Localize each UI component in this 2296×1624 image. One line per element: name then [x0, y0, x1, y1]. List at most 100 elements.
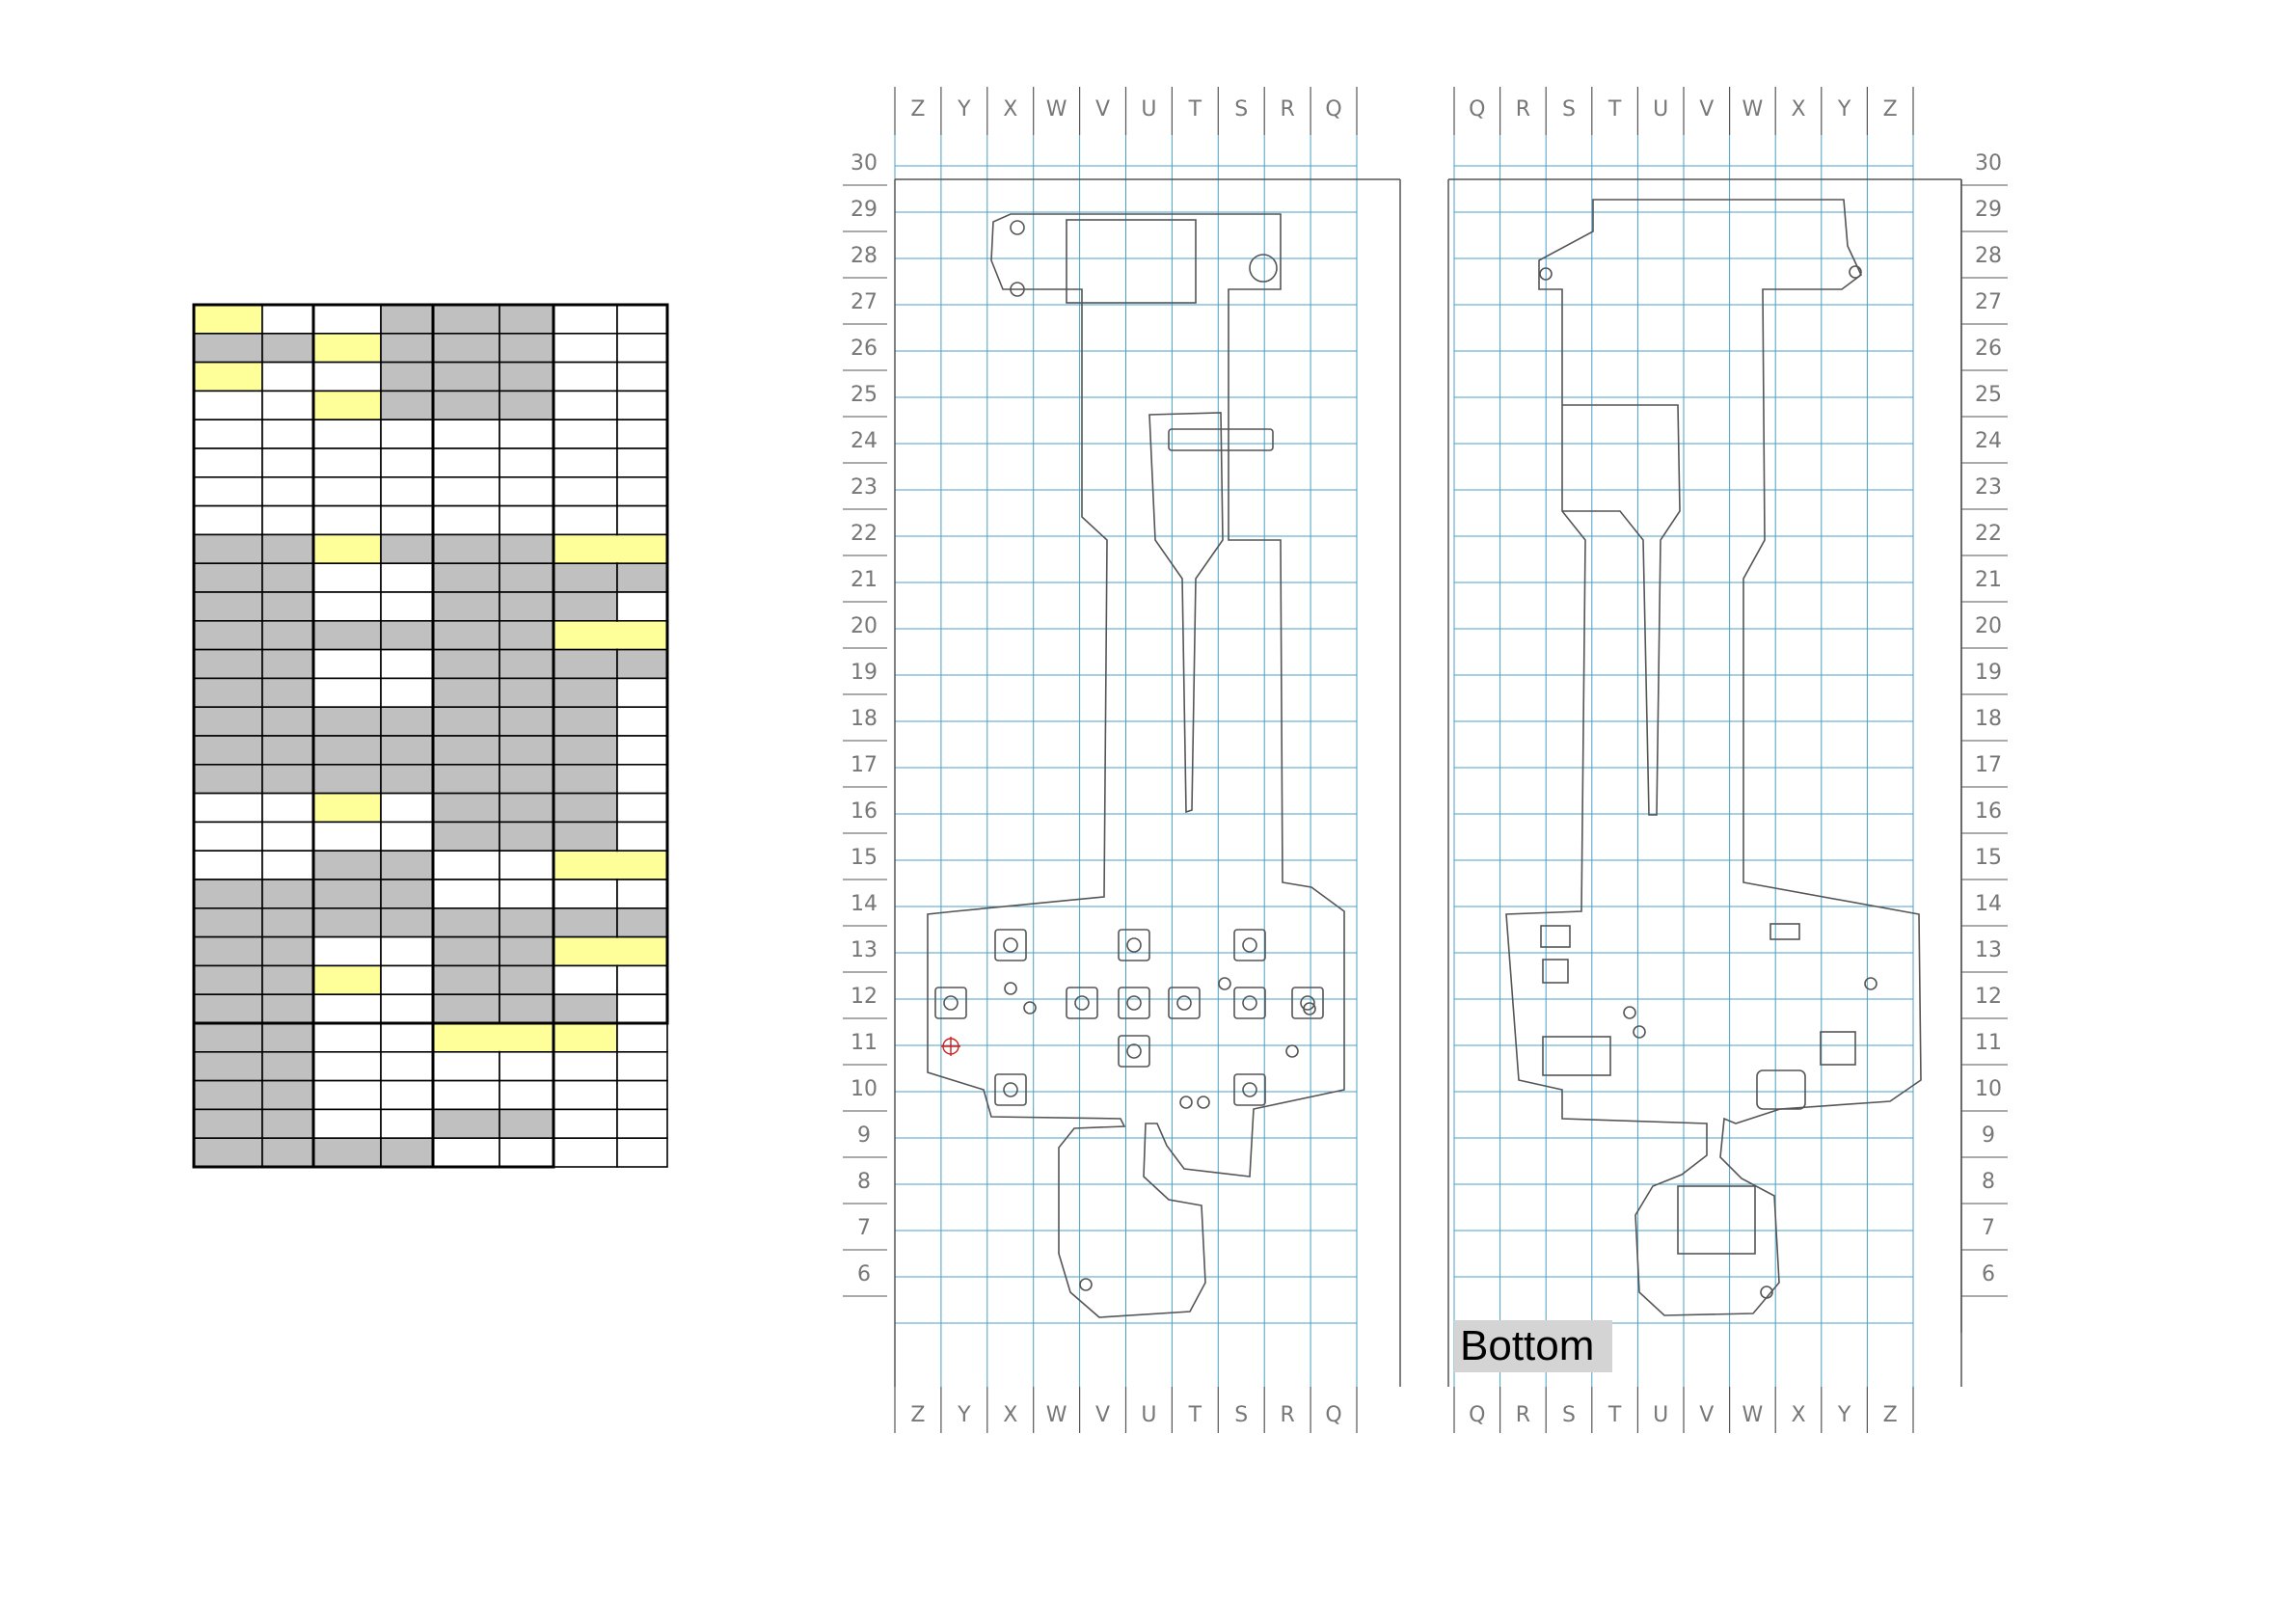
row-label: 20	[1975, 614, 2002, 638]
key-switch	[1234, 930, 1265, 961]
column-label: Q	[1325, 97, 1341, 122]
column-label: S	[1562, 1403, 1576, 1427]
row-label: 29	[851, 198, 878, 222]
component-block	[1770, 924, 1799, 939]
column-label: Y	[1837, 1403, 1851, 1427]
via-hole	[1219, 978, 1230, 989]
pcb-cutout	[1149, 413, 1223, 812]
row-label: 30	[1975, 151, 2002, 176]
component-block	[1541, 926, 1570, 947]
row-label: 12	[1975, 985, 2002, 1009]
view-title: Bottom	[1454, 1320, 1612, 1372]
column-label: R	[1281, 1403, 1295, 1427]
column-label: V	[1095, 1403, 1110, 1427]
column-label: Q	[1325, 1403, 1341, 1427]
column-label: Z	[1883, 1403, 1898, 1427]
row-label: 6	[857, 1262, 871, 1286]
column-label: S	[1234, 1403, 1248, 1427]
row-label: 19	[1975, 661, 2002, 685]
column-label: Z	[1883, 97, 1898, 122]
column-label: W	[1046, 97, 1067, 122]
via-hole	[1005, 983, 1016, 994]
row-label: 16	[1975, 799, 2002, 824]
column-label: Q	[1469, 97, 1485, 122]
column-label: Z	[910, 1403, 925, 1427]
row-label: 22	[1975, 522, 2002, 546]
pcb-outline	[1506, 200, 1921, 1315]
column-label: T	[1188, 1403, 1202, 1427]
component-block	[1821, 1032, 1855, 1065]
column-label: W	[1742, 1403, 1764, 1427]
row-label: 27	[851, 290, 878, 314]
column-label: T	[1607, 1403, 1622, 1427]
bottom-view-grid: QQRRSSTTUUVVWWXXYYZZ30292827262524232221…	[1448, 87, 2008, 1433]
component-block	[1757, 1070, 1805, 1109]
column-label: R	[1281, 97, 1295, 122]
component-block	[1067, 220, 1196, 303]
pcb-outline-bottom-view	[1506, 200, 1921, 1315]
via-hole	[1865, 978, 1877, 989]
row-label: 23	[851, 475, 878, 500]
row-label: 26	[851, 337, 878, 361]
row-label: 20	[851, 614, 878, 638]
mounting-hole	[1011, 221, 1024, 234]
key-switch-center	[1243, 938, 1256, 952]
key-switch-center	[1004, 938, 1017, 952]
row-label: 14	[1975, 892, 2002, 916]
row-label: 13	[851, 938, 878, 962]
row-label: 25	[1975, 383, 2002, 407]
row-label: 19	[851, 661, 878, 685]
key-switch	[1119, 988, 1149, 1018]
column-label: T	[1607, 97, 1622, 122]
column-label: S	[1234, 97, 1248, 122]
pcb-cutout	[1562, 405, 1680, 815]
key-switch	[995, 1074, 1026, 1105]
row-label: 24	[851, 429, 878, 453]
row-label: 10	[851, 1077, 878, 1101]
row-label: 11	[1975, 1031, 2002, 1055]
row-label: 9	[1982, 1123, 1995, 1148]
row-label: 16	[851, 799, 878, 824]
row-label: 15	[851, 846, 878, 870]
row-label: 18	[851, 707, 878, 731]
row-label: 8	[1982, 1170, 1995, 1194]
key-switch	[1119, 930, 1149, 961]
key-switch	[1169, 988, 1200, 1018]
key-switch-center	[1127, 938, 1141, 952]
row-label: 13	[1975, 938, 2002, 962]
column-label: Y	[957, 97, 971, 122]
column-label: V	[1699, 1403, 1714, 1427]
column-label: V	[1095, 97, 1110, 122]
column-label: Y	[1837, 97, 1851, 122]
column-label: Y	[957, 1403, 971, 1427]
key-switch	[935, 988, 966, 1018]
component-block	[1678, 1186, 1755, 1254]
key-switch	[1119, 1036, 1149, 1067]
column-label: U	[1653, 97, 1668, 122]
pcb-outline	[928, 214, 1344, 1317]
row-label: 29	[1975, 198, 2002, 222]
key-switch-center	[1004, 1083, 1017, 1096]
row-label: 15	[1975, 846, 2002, 870]
column-label: W	[1742, 97, 1764, 122]
row-label: 22	[851, 522, 878, 546]
column-label: T	[1188, 97, 1202, 122]
key-switch-center	[1127, 1044, 1141, 1058]
key-switch-center	[1243, 1083, 1256, 1096]
key-switch	[1234, 988, 1265, 1018]
column-label: W	[1046, 1403, 1067, 1427]
mounting-hole	[1080, 1279, 1092, 1290]
column-label: Z	[910, 97, 925, 122]
row-label: 18	[1975, 707, 2002, 731]
via-hole	[1180, 1096, 1192, 1108]
column-label: S	[1562, 97, 1576, 122]
key-switch	[1067, 988, 1097, 1018]
top-view-grid: ZZYYXXWWVVUUTTSSRRQQ30292827262524232221…	[843, 87, 1400, 1433]
via-hole	[1198, 1096, 1209, 1108]
column-label: R	[1516, 97, 1530, 122]
component-block	[1543, 960, 1568, 983]
row-label: 23	[1975, 475, 2002, 500]
column-label: X	[1003, 97, 1017, 122]
key-switch	[1234, 1074, 1265, 1105]
row-label: 7	[857, 1216, 871, 1240]
